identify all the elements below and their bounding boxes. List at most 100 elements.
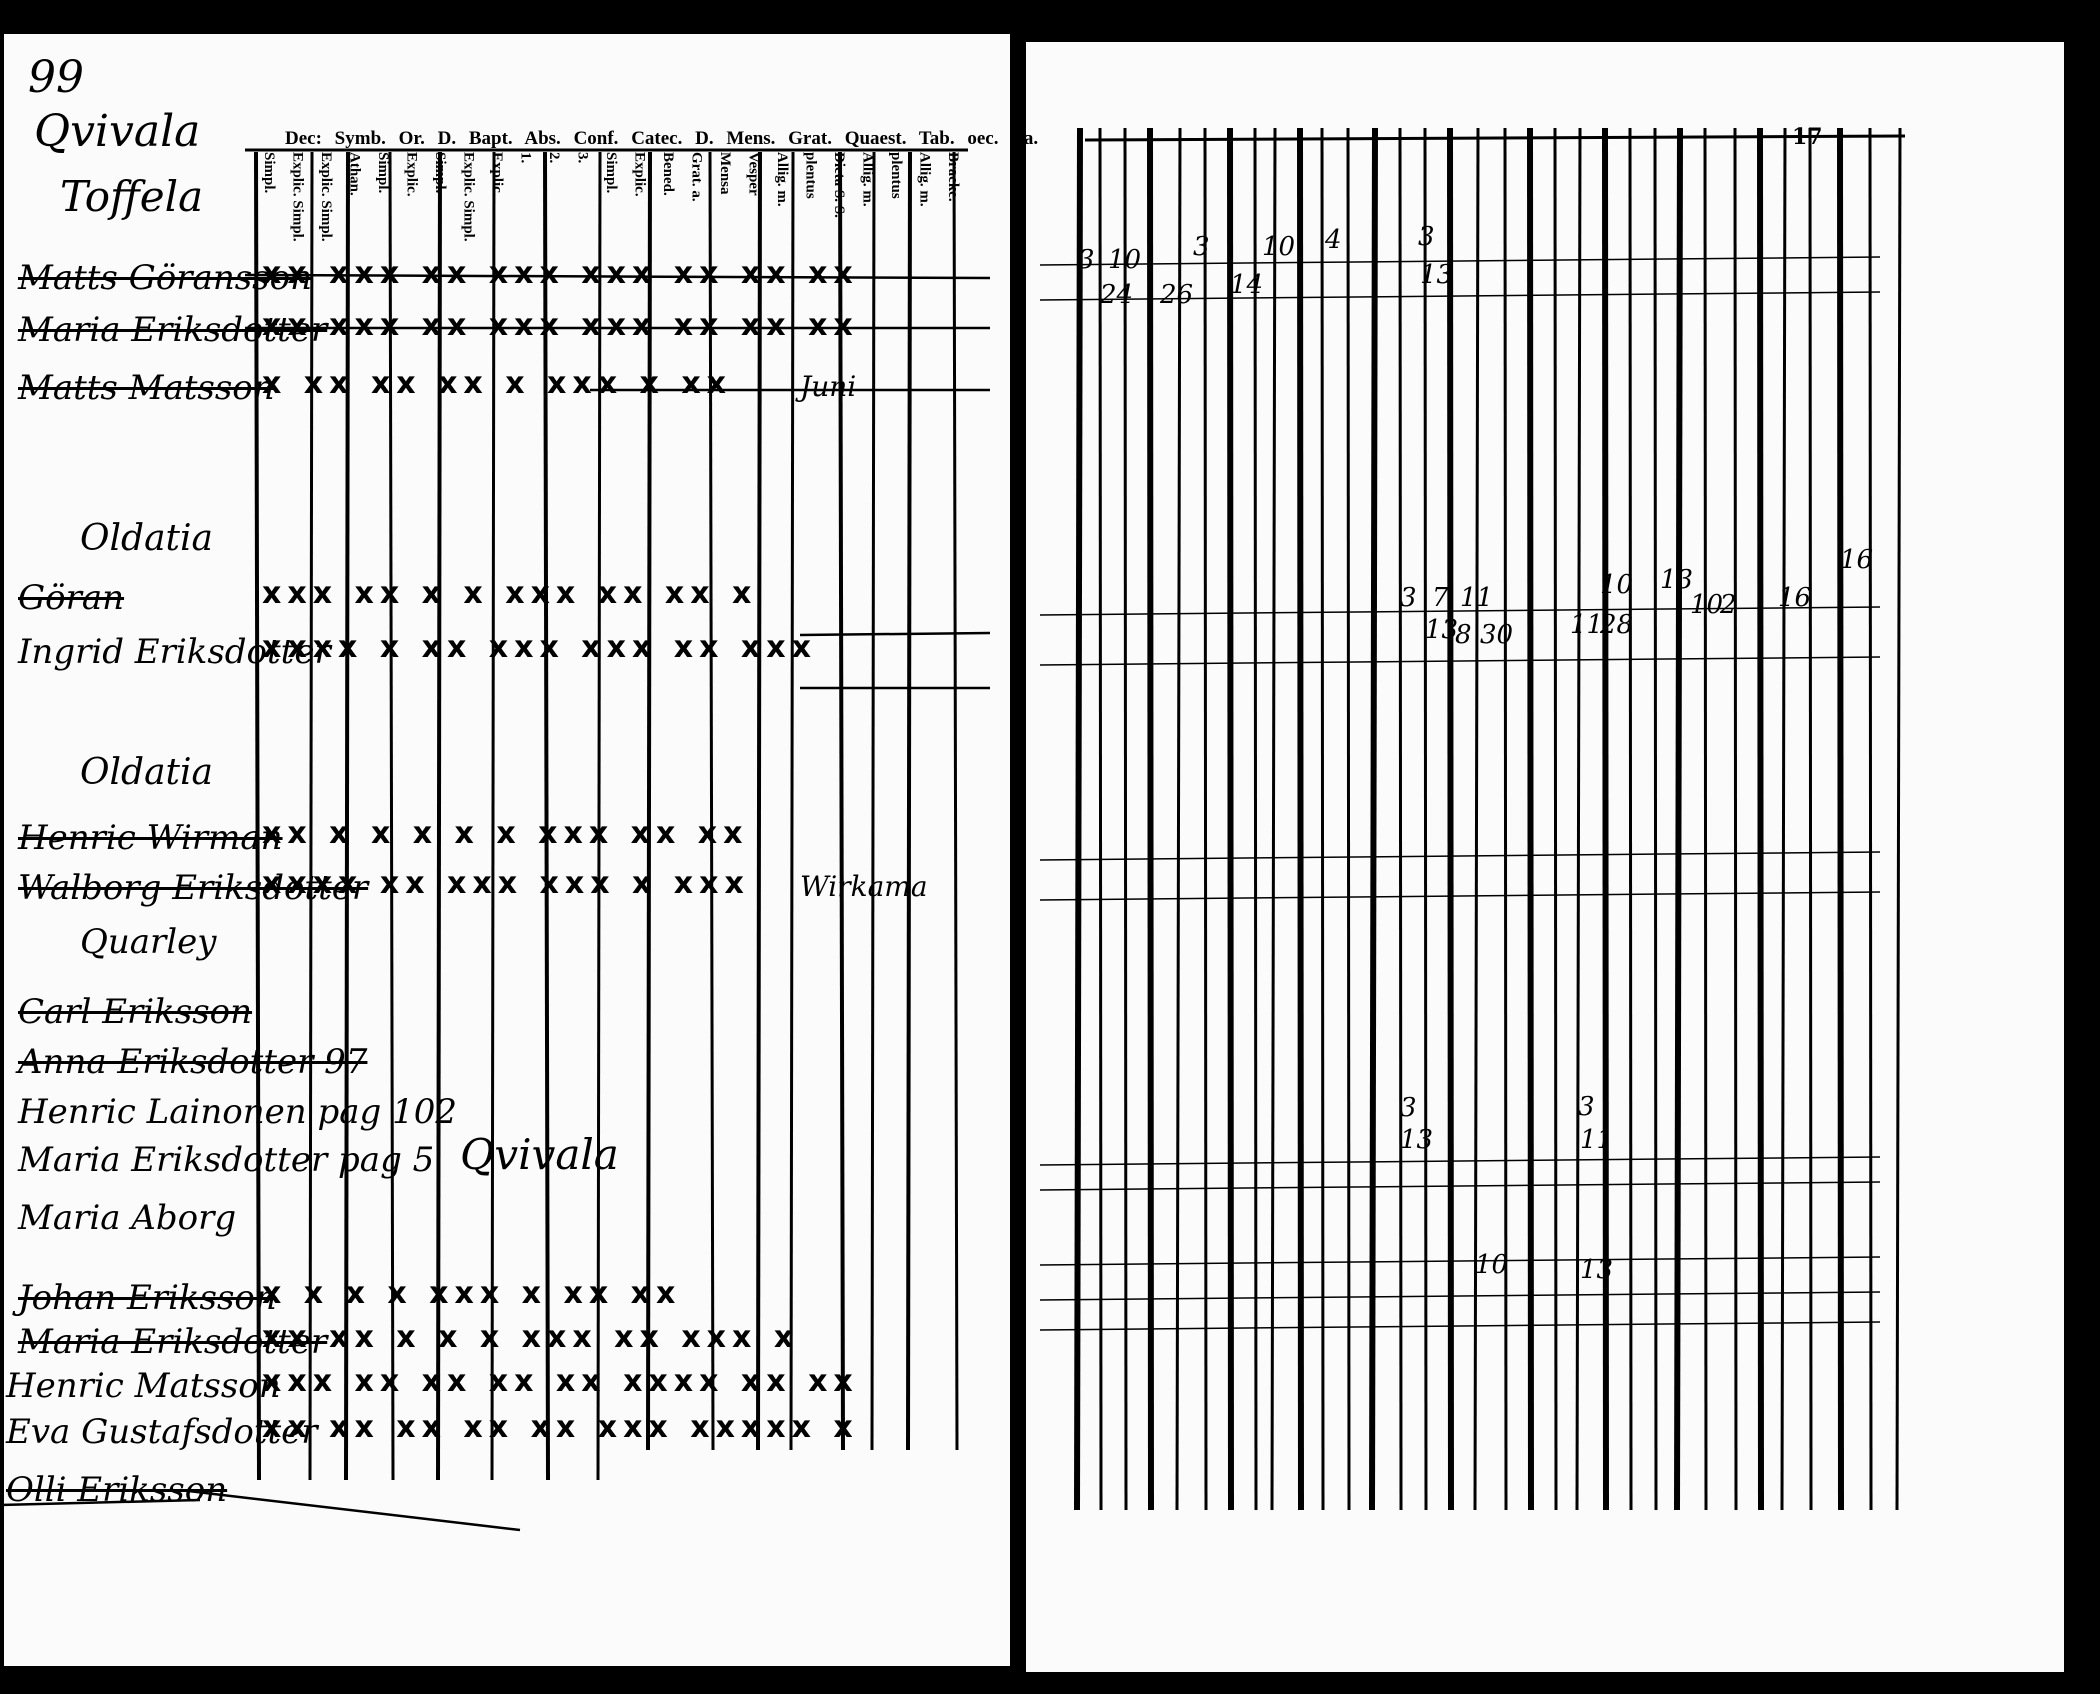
row-rule (1039, 291, 1881, 301)
examination-marks: x x x x xxx x xx xx (262, 1276, 682, 1311)
column-line (1733, 127, 1738, 1511)
column-line (1674, 127, 1683, 1511)
tally-number: 4 (1325, 225, 1342, 255)
column-line (1398, 127, 1403, 1511)
column-line (1369, 127, 1378, 1511)
sub-column-label: Vesper (745, 152, 762, 196)
farm-name: Toffela (60, 172, 204, 221)
column-line (1703, 127, 1708, 1511)
column-line (1527, 127, 1534, 1511)
column-line (1447, 127, 1454, 1511)
column-line (254, 151, 261, 1481)
header-rule (1084, 134, 1906, 142)
examination-marks: xx xx xx xx xx xxx xxxxx x (262, 1410, 859, 1445)
village-name: Qvivala (34, 106, 201, 157)
tally-number: 10 (1475, 1250, 1509, 1280)
tally-number: 16 (1778, 583, 1812, 613)
tally-number: 13 (1660, 565, 1694, 595)
column-line (756, 151, 762, 1451)
column-line (1553, 127, 1558, 1511)
column-line (1757, 127, 1764, 1511)
tally-number: 10 (1690, 590, 1724, 620)
tally-number: 13 (1420, 260, 1454, 290)
column-headers: Dec: Symb. Or. D. Bapt. Abs. Conf. Catec… (285, 128, 1038, 150)
header-or-d: Or. D. (398, 128, 457, 149)
tally-number: 13 (1400, 1125, 1434, 1155)
column-line (789, 151, 795, 1451)
header-mens: Mens. (726, 128, 776, 149)
entry-name: Maria Aborg (18, 1198, 237, 1238)
header-grat: Grat. (788, 128, 832, 149)
column-line (1837, 127, 1844, 1511)
entry-name: Matts Göransson (18, 258, 312, 298)
sub-column-label: plentus (802, 152, 819, 199)
row-rule (1039, 656, 1881, 666)
entry-note: Qvivala (460, 1130, 619, 1179)
sub-column-label: Explic. Simpl. (318, 152, 334, 242)
entry-name: Ingrid Eriksdotter (18, 632, 331, 672)
column-line (308, 151, 314, 1481)
column-line (436, 151, 442, 1481)
column-line (1473, 127, 1480, 1511)
pen-stroke (799, 631, 991, 637)
entry-name: Henric Lainonen pag 102 (18, 1092, 457, 1132)
column-line (838, 151, 845, 1451)
column-line (1503, 127, 1508, 1511)
examination-marks: xx xxx xx xxx xxx xx xx xx (262, 308, 859, 343)
header-conf: Conf. (573, 128, 619, 149)
sub-column-label: Bened. (660, 152, 676, 196)
column-line (708, 151, 715, 1451)
sub-column-label: 2. (546, 152, 562, 164)
sub-column-label: Mensa (717, 152, 733, 195)
header-quaest: Quaest. (844, 128, 907, 149)
header-catec: Catec. D. (631, 128, 714, 149)
row-rule (1039, 1181, 1881, 1191)
row-rule (1039, 1291, 1881, 1301)
column-line (1123, 127, 1128, 1511)
examination-marks: xxxx x xx xxx xxx xx xxx (262, 630, 817, 665)
entry-note: Wirkama (800, 870, 928, 903)
tally-number: 14 (1230, 270, 1264, 300)
entry-name: Henric Wirman (18, 818, 283, 858)
examination-marks: xxx xx xx xx xx xxxx xx xx (262, 1364, 859, 1399)
column-line (1895, 127, 1902, 1511)
column-line (1227, 127, 1234, 1511)
column-line (1653, 127, 1658, 1511)
tally-number: 13 (1580, 1255, 1614, 1285)
entry-name: Johan Eriksson (18, 1278, 277, 1318)
column-line (1628, 127, 1633, 1511)
column-line (1253, 127, 1258, 1511)
column-line (1808, 127, 1813, 1511)
column-line (1175, 127, 1182, 1511)
entry-name: Maria Eriksdotter (18, 1322, 328, 1362)
sub-column-label: Dicta S. S. (831, 152, 847, 218)
column-line (1868, 127, 1873, 1511)
entry-name: Anna Eriksdotter 97 (18, 1042, 368, 1082)
entry-name: Quarley (80, 922, 217, 962)
tally-number: 26 (1160, 280, 1194, 310)
column-line (646, 151, 652, 1451)
tally-number: 8 (1455, 620, 1472, 650)
sub-column-label: Grat. a. (688, 152, 705, 202)
examination-marks: xx xxx xx xxx xxx xx xx xx (262, 256, 859, 291)
sub-column-label: Simpl. (603, 152, 619, 194)
tally-number: 3 (1193, 232, 1210, 262)
column-line (1320, 127, 1325, 1511)
tally-number: 3 (1400, 583, 1417, 613)
column-line (1270, 127, 1277, 1511)
tally-number: 3 (1418, 222, 1435, 252)
column-line (1147, 127, 1154, 1511)
right-page-number: 17 (1792, 124, 1823, 150)
entry-name: Maria Eriksdotter pag 5 (18, 1140, 435, 1180)
column-line (870, 151, 876, 1451)
sub-column-label: 1. (517, 152, 534, 164)
examination-marks: xxx xx x x xxx xx xx x (262, 576, 758, 611)
sub-column-label: 3. (574, 152, 591, 164)
column-line (1575, 127, 1582, 1511)
tally-number: 30 (1480, 620, 1514, 650)
header-abs: Abs. (524, 128, 561, 149)
column-line (490, 151, 496, 1481)
sub-column-label: Simpl. (375, 152, 391, 194)
column-line (1203, 127, 1208, 1511)
column-line (1602, 127, 1609, 1511)
